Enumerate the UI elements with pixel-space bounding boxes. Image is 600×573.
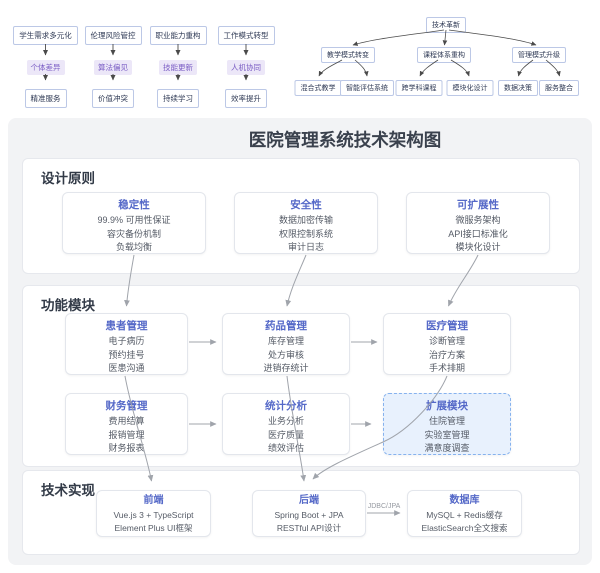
flow-source-node: 职业能力重构 bbox=[149, 26, 207, 45]
tree-leaf-modular: 模块化设计 bbox=[446, 80, 494, 96]
tree-leaf-interdisciplinary: 跨学科课程 bbox=[395, 80, 443, 96]
card-item: Element Plus UI框架 bbox=[114, 523, 193, 533]
card-item: 财务报表 bbox=[108, 443, 145, 453]
card-backend: 后端 Spring Boot + JPA RESTful API设计 bbox=[252, 490, 366, 537]
card-item: 满意度调查 bbox=[424, 443, 470, 453]
card-item: 容灾备份机制 bbox=[106, 228, 161, 239]
card-item: 报销管理 bbox=[108, 429, 145, 440]
section-label: 设计原则 bbox=[41, 171, 95, 186]
flow-factor-label: 人机协同 bbox=[227, 60, 265, 75]
card-item: 医疗质量 bbox=[267, 429, 304, 440]
card-item: 绩效评估 bbox=[267, 443, 304, 453]
card-item: 库存管理 bbox=[267, 336, 304, 346]
card-item: MySQL + Redis缓存 bbox=[426, 510, 503, 520]
card-database: 数据库 MySQL + Redis缓存 ElasticSearch全文搜索 bbox=[407, 490, 522, 537]
card-item: 治疗方案 bbox=[428, 349, 465, 360]
flow-result-node: 价值冲突 bbox=[92, 89, 134, 108]
flow-column-students: 学生需求多元化 个体差异 精准服务 bbox=[1, 24, 91, 108]
card-item: 审计日志 bbox=[287, 242, 324, 252]
card-stats-analysis: 统计分析 业务分析 医疗质量 绩效评估 bbox=[222, 393, 350, 455]
card-stability: 稳定性 99.9% 可用性保证 容灾备份机制 负载均衡 bbox=[62, 192, 206, 254]
tree-branch-management: 管理模式升级 bbox=[512, 47, 566, 63]
page-title: 医院管理系统技术架构图 bbox=[248, 130, 442, 150]
card-item: 实验室管理 bbox=[424, 429, 470, 440]
card-finance-mgmt: 财务管理 费用结算 报销管理 财务报表 bbox=[65, 393, 188, 455]
tree-leaf-service: 服务整合 bbox=[539, 80, 579, 96]
card-title: 稳定性 bbox=[118, 199, 150, 211]
card-title: 医疗管理 bbox=[426, 320, 468, 332]
tree-leaf-blended: 混合式教学 bbox=[294, 80, 342, 96]
card-item: API接口标准化 bbox=[448, 228, 508, 239]
card-item: 费用结算 bbox=[108, 416, 145, 426]
section-label: 功能模块 bbox=[41, 298, 95, 313]
card-title: 安全性 bbox=[290, 199, 322, 211]
tree-branch-curriculum: 课程体系重构 bbox=[417, 47, 471, 63]
card-item: 进销存统计 bbox=[263, 363, 309, 373]
flow-factor-label: 个体差异 bbox=[26, 60, 65, 75]
card-item: 微服务架构 bbox=[455, 215, 501, 225]
tree-leaf-data-decision: 数据决策 bbox=[498, 80, 538, 96]
tree-branch-teaching: 教学模式转变 bbox=[321, 47, 375, 63]
flow-factor-label: 技能更新 bbox=[159, 60, 197, 75]
card-drug-mgmt: 药品管理 库存管理 处方审核 进销存统计 bbox=[222, 313, 350, 375]
card-security: 安全性 数据加密传输 权限控制系统 审计日志 bbox=[234, 192, 378, 254]
card-title: 药品管理 bbox=[265, 320, 307, 332]
card-patient-mgmt: 患者管理 电子病历 预约挂号 医患沟通 bbox=[65, 313, 188, 375]
card-title: 后端 bbox=[299, 495, 319, 506]
flow-result-node: 精准服务 bbox=[24, 89, 67, 108]
card-item: ElasticSearch全文搜索 bbox=[421, 523, 508, 533]
card-scalability: 可扩展性 微服务架构 API接口标准化 模块化设计 bbox=[406, 192, 550, 254]
card-title: 扩展模块 bbox=[426, 400, 468, 412]
card-title: 可扩展性 bbox=[457, 199, 499, 211]
card-item: 手术排期 bbox=[428, 363, 465, 373]
card-title: 财务管理 bbox=[105, 400, 148, 412]
card-extension-modules: 扩展模块 住院管理 实验室管理 满意度调查 bbox=[383, 393, 511, 455]
card-title: 前端 bbox=[143, 495, 164, 506]
card-item: 数据加密传输 bbox=[278, 215, 333, 225]
tree-leaf-smart-eval: 智能评估系统 bbox=[340, 80, 394, 96]
flow-source-node: 工作模式转型 bbox=[217, 26, 275, 45]
card-item: 业务分析 bbox=[267, 416, 304, 426]
card-item: 权限控制系统 bbox=[278, 228, 333, 239]
card-item: 电子病历 bbox=[108, 336, 145, 346]
flow-result-node: 持续学习 bbox=[157, 89, 199, 108]
flow-result-node: 效率提升 bbox=[225, 89, 267, 108]
card-item: Spring Boot + JPA bbox=[274, 510, 344, 520]
flow-column-workmode: 工作模式转型 人机协同 效率提升 bbox=[201, 24, 291, 108]
card-medical-mgmt: 医疗管理 诊断管理 治疗方案 手术排期 bbox=[383, 313, 511, 375]
flow-column-career: 职业能力重构 技能更新 持续学习 bbox=[133, 24, 223, 108]
flow-factor-label: 算法偏见 bbox=[94, 60, 132, 75]
card-title: 数据库 bbox=[449, 495, 480, 506]
card-frontend: 前端 Vue.js 3 + TypeScript Element Plus UI… bbox=[96, 490, 211, 537]
card-item: 预约挂号 bbox=[108, 349, 145, 360]
card-item: 负载均衡 bbox=[115, 242, 152, 252]
card-item: 处方审核 bbox=[267, 349, 304, 360]
card-item: 99.9% 可用性保证 bbox=[97, 215, 171, 225]
section-label: 技术实现 bbox=[41, 483, 95, 498]
card-item: 住院管理 bbox=[428, 416, 465, 426]
card-title: 统计分析 bbox=[265, 400, 307, 412]
card-item: RESTful API设计 bbox=[276, 523, 342, 533]
card-item: 诊断管理 bbox=[428, 336, 465, 346]
card-item: 医患沟通 bbox=[108, 363, 145, 373]
card-item: 模块化设计 bbox=[455, 242, 501, 252]
card-item: Vue.js 3 + TypeScript bbox=[113, 510, 194, 520]
tree-root-node: 技术革新 bbox=[426, 17, 466, 33]
card-title: 患者管理 bbox=[105, 320, 148, 332]
